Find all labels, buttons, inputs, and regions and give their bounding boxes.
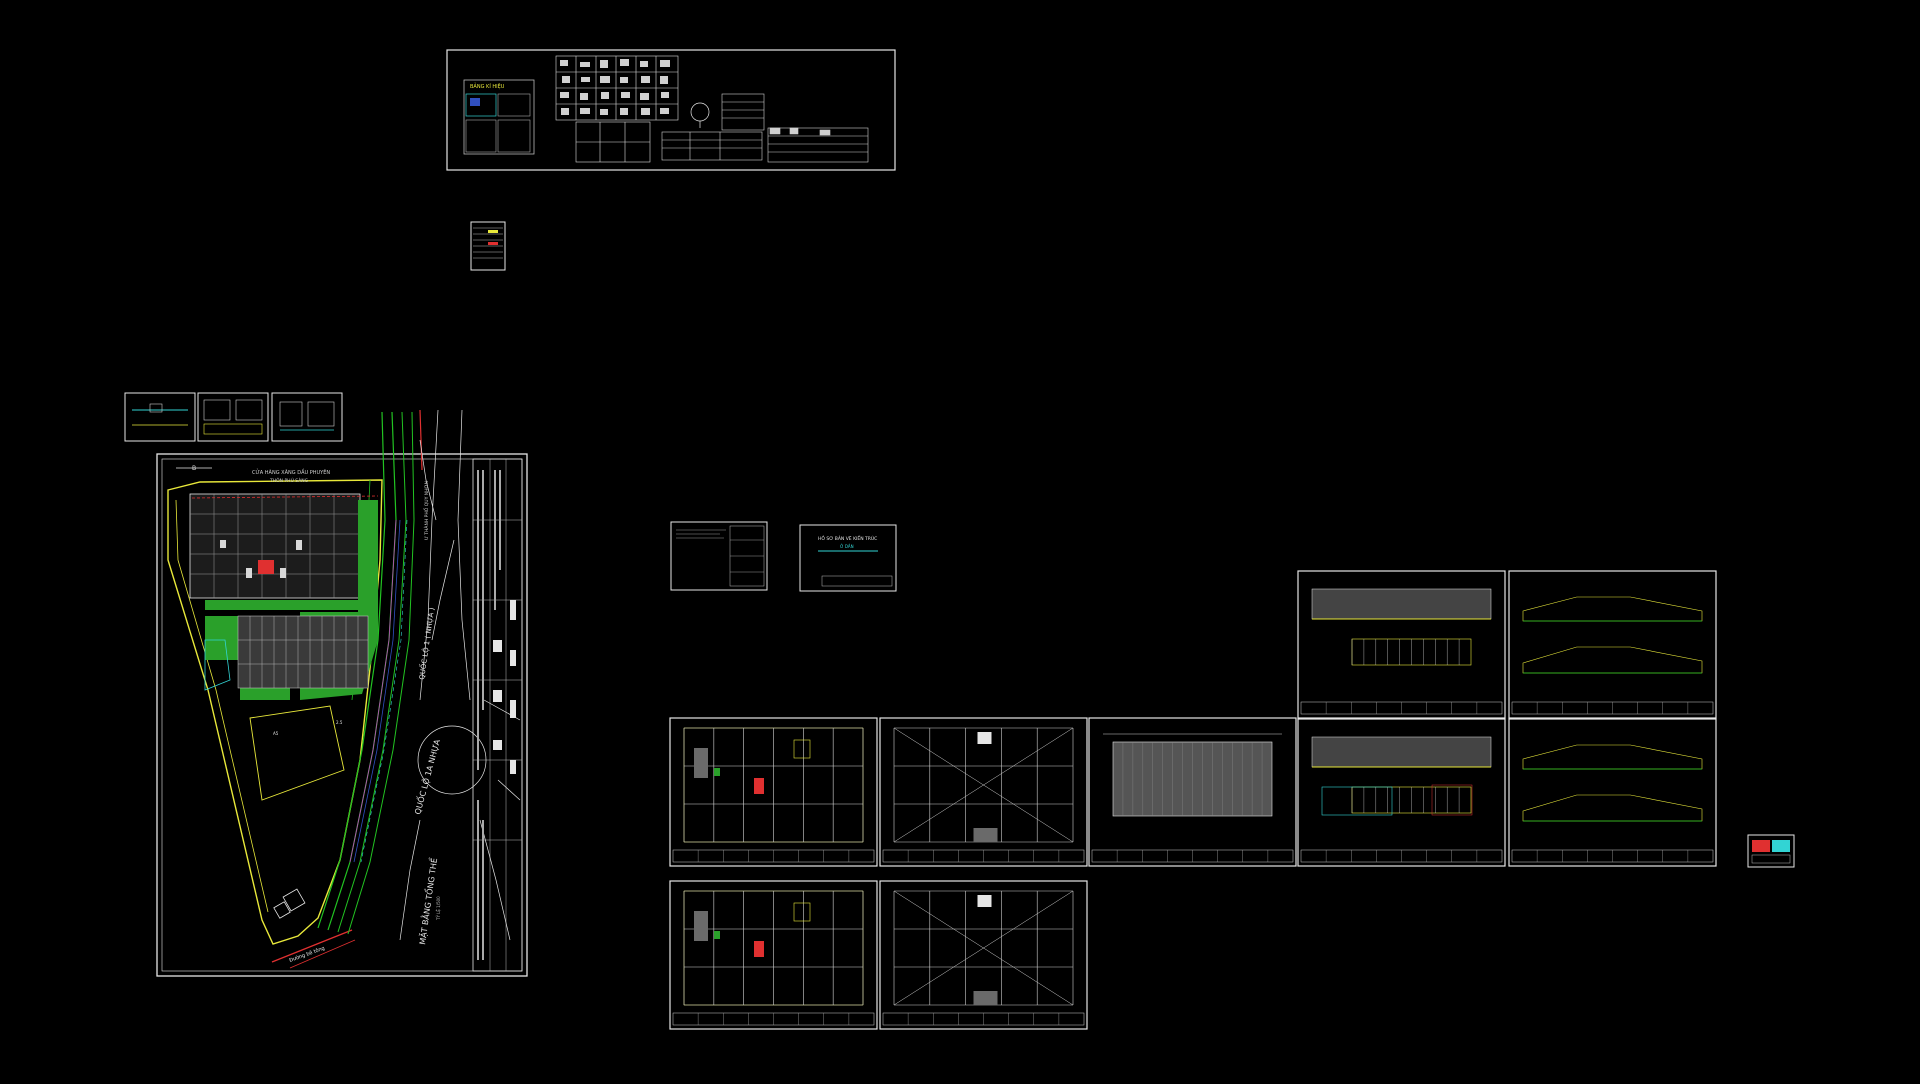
sheet-grid[interactable] bbox=[669, 570, 1717, 1030]
site-label-top-2: THÔN PHÚ SÀNG bbox=[269, 477, 309, 484]
floor-plan-2[interactable] bbox=[669, 880, 878, 1030]
cover-title: HỒ SƠ BẢN VẼ KIẾN TRÚC bbox=[818, 533, 877, 542]
grid-plan-1[interactable] bbox=[879, 717, 1088, 867]
road-label-small: TỶ LỆ 1/500 bbox=[436, 896, 441, 921]
zone-a5-label: A5 bbox=[273, 731, 279, 736]
roof-plan[interactable] bbox=[1088, 717, 1297, 867]
elevation-1[interactable] bbox=[1297, 570, 1506, 719]
roundabout bbox=[399, 409, 521, 941]
green-area bbox=[205, 500, 378, 700]
section-2[interactable] bbox=[1508, 718, 1717, 867]
symbol-library bbox=[555, 55, 679, 163]
section-1[interactable] bbox=[1508, 570, 1717, 719]
legend-sheet[interactable]: BẢNG KÍ HIỆU bbox=[446, 49, 896, 171]
legend-title: BẢNG KÍ HIỆU bbox=[470, 82, 505, 90]
site-label-top-1: CỬA HÀNG XĂNG DẦU PHUYÊN bbox=[252, 468, 330, 476]
site-boundary bbox=[167, 479, 383, 945]
small-table-sheet[interactable] bbox=[470, 221, 506, 271]
symbol-glyphs bbox=[560, 59, 670, 115]
floor-plan-1[interactable] bbox=[669, 717, 878, 867]
title-block-notes bbox=[477, 470, 501, 960]
site-title-block bbox=[472, 458, 523, 972]
elevation-2[interactable] bbox=[1297, 718, 1506, 867]
legend-tables bbox=[661, 93, 869, 163]
zone-a5 bbox=[249, 705, 345, 801]
cover-subtitle: Ở DÂN bbox=[840, 544, 854, 549]
grid-plan-2[interactable] bbox=[879, 880, 1088, 1030]
zone-c-label: 2.5 bbox=[336, 720, 343, 725]
notes-sheet[interactable] bbox=[670, 521, 768, 591]
site-plan-sheet[interactable]: CỬA HÀNG XĂNG DẦU PHUYÊN THÔN PHÚ SÀNG B… bbox=[156, 409, 528, 977]
tree-symbol bbox=[690, 102, 710, 122]
thumbnail-sheet[interactable] bbox=[1747, 834, 1795, 868]
road-label-1: QUỐC LỘ 1 ( NHỰA ) bbox=[416, 607, 436, 681]
road-label-2: QUỐC LỘ 1A NHỰA bbox=[410, 737, 442, 815]
detail-sheets[interactable] bbox=[124, 392, 343, 442]
parking-lot bbox=[237, 615, 369, 689]
cover-sheet[interactable]: HỒ SƠ BẢN VẼ KIẾN TRÚC Ở DÂN bbox=[799, 524, 897, 592]
north-label: B bbox=[192, 465, 196, 472]
road-label-vertical: Ư THÀNH PHỐ QUY NHƠN bbox=[422, 481, 430, 540]
station-building bbox=[189, 493, 361, 599]
fuel-tank-marker bbox=[258, 560, 274, 574]
